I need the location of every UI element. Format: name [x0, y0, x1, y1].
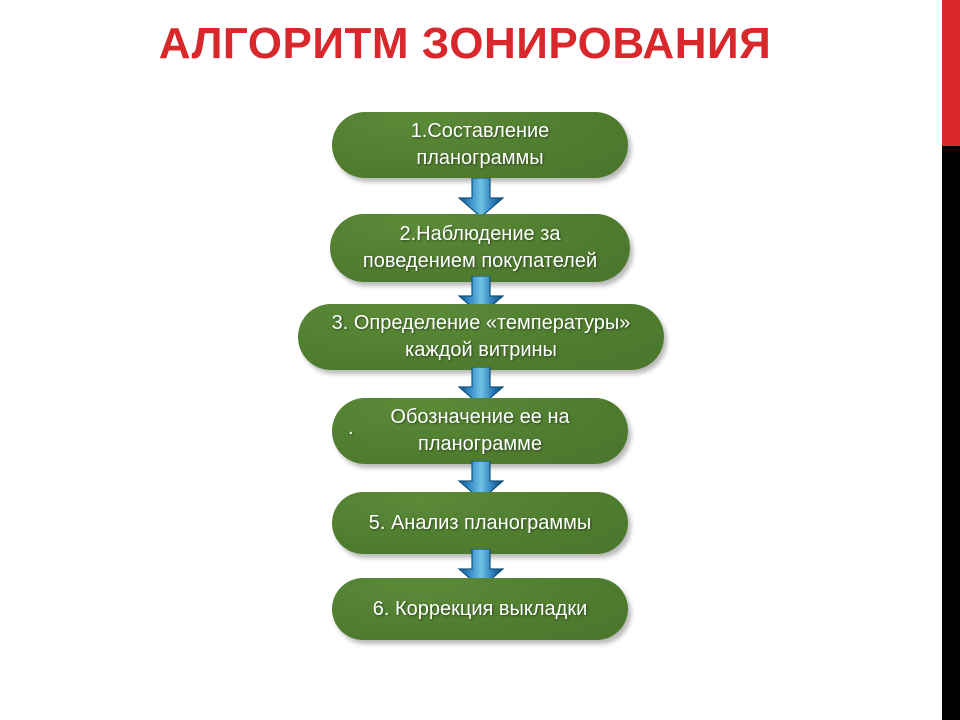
red-accent-bar	[942, 0, 960, 146]
flow-node-5-label: 5. Анализ планограммы	[368, 511, 592, 534]
arrow-down-icon	[458, 178, 504, 218]
flow-node-3[interactable]: 3. Определение «температуры» каждой витр…	[298, 304, 664, 370]
right-edge-decoration	[942, 0, 960, 720]
arrow-down-icon	[458, 367, 504, 407]
flow-node-4-label: Обозначение ее на планограмме	[390, 406, 570, 455]
flow-node-4-lead-dot: .	[348, 417, 354, 439]
black-accent-bar	[942, 146, 960, 720]
flow-node-2-label: 2.Наблюдение за поведением покупателей	[362, 223, 598, 272]
flow-node-6-label: 6. Коррекция выкладки	[372, 597, 588, 620]
flow-node-5[interactable]: 5. Анализ планограммы	[332, 492, 628, 554]
flow-node-6[interactable]: 6. Коррекция выкладки	[332, 578, 628, 640]
flow-node-2[interactable]: 2.Наблюдение за поведением покупателей	[330, 214, 630, 282]
zoning-algorithm-flowchart: 1.Составление планограммы 2.Наблюдение з…	[298, 112, 664, 640]
flow-node-1[interactable]: 1.Составление планограммы	[332, 112, 628, 178]
flow-node-4[interactable]: . Обозначение ее на планограмме	[332, 398, 628, 464]
flow-node-1-label: 1.Составление планограммы	[410, 120, 550, 169]
page-title: АЛГОРИТМ ЗОНИРОВАНИЯ	[158, 19, 772, 68]
flow-node-3-label: 3. Определение «температуры» каждой витр…	[331, 312, 631, 361]
arrow-down-icon	[458, 461, 504, 501]
